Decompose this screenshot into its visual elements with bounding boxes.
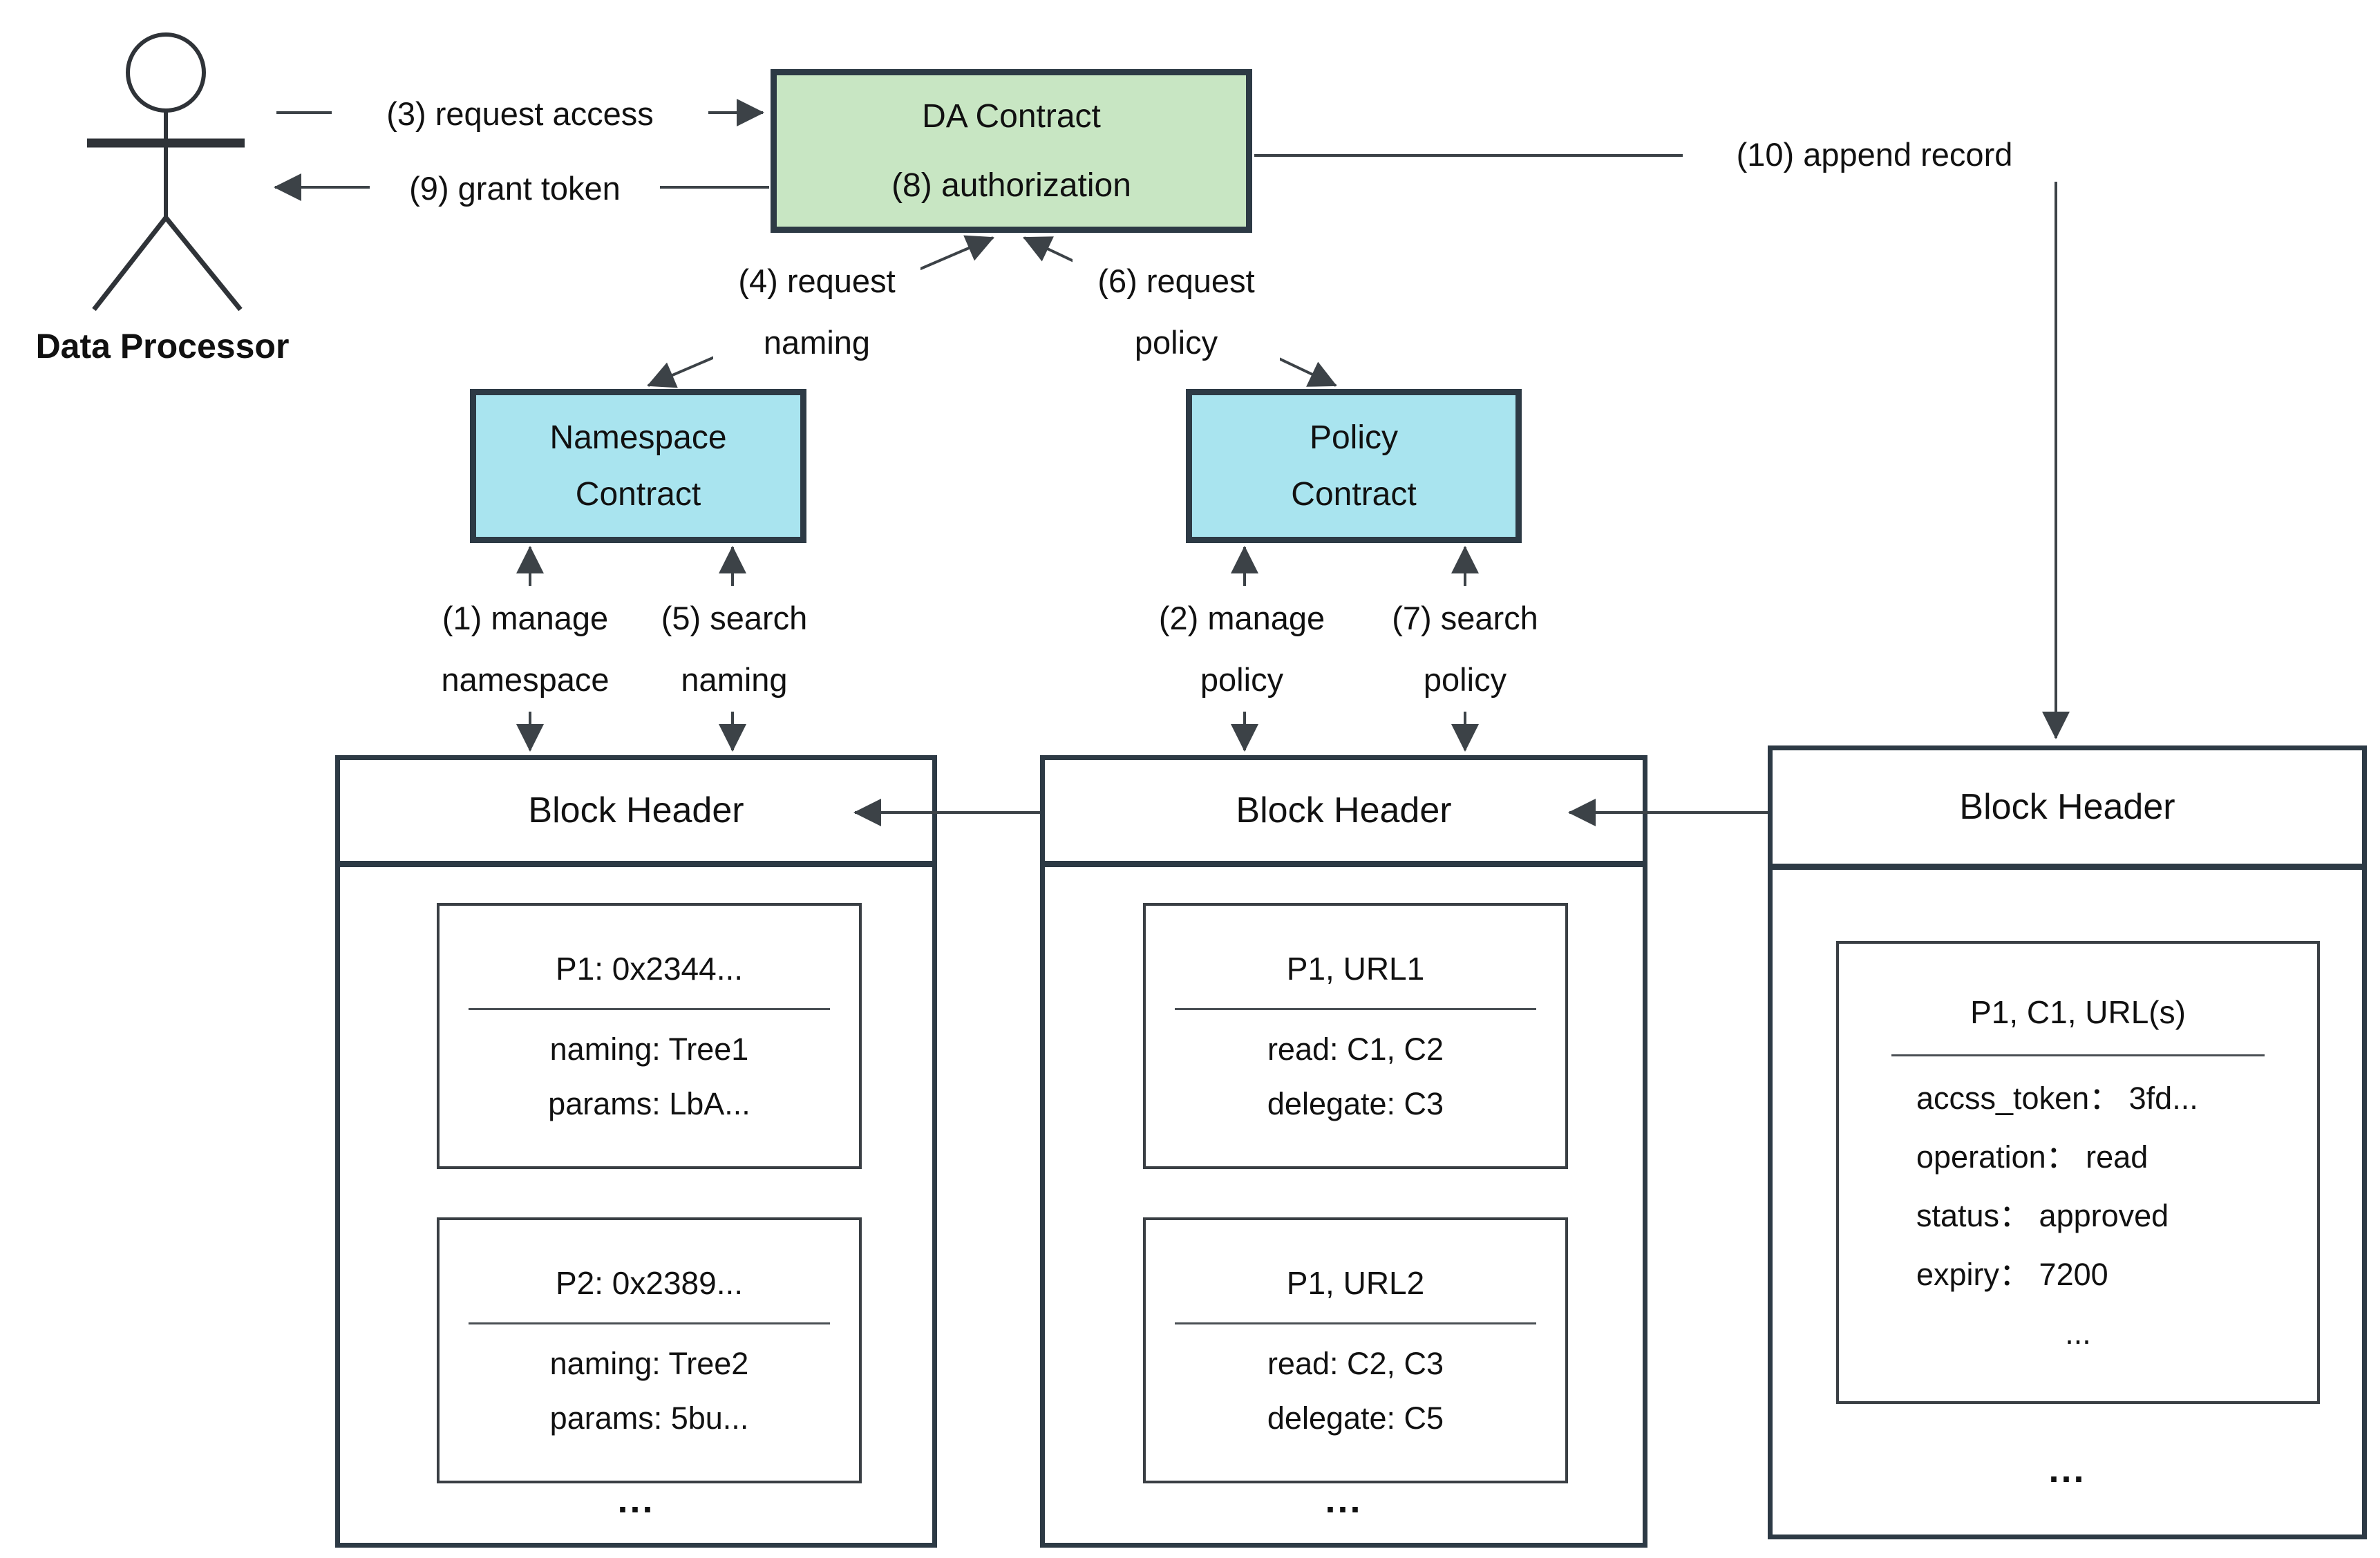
record-title: P2: 0x2389... [555,1265,744,1301]
record-block-ellipsis: ... [2048,1449,2086,1490]
record-row: read: C1, C2 [1267,1032,1444,1067]
record-divider [469,1008,830,1010]
record-title: P1: 0x2344... [555,951,744,987]
edge-label-grant-token: (9) grant token [370,161,660,215]
namespace-block-ellipsis: ... [617,1479,655,1521]
record-row: params: LbA... [548,1086,750,1121]
record-row: naming: Tree2 [549,1346,749,1381]
policy-block-header: Block Header [1045,760,1643,867]
actor-label: Data Processor [35,327,290,365]
record-title: P1, C1, URL(s) [1970,994,2186,1030]
record-rows: accss_token： 3fd... operation： read stat… [1839,1083,2317,1349]
namespace-contract-line1: Namespace [549,419,727,456]
policy-block-ellipsis: ... [1325,1479,1363,1521]
record-row: operation： read [1916,1139,2148,1175]
actor-leg-left [92,216,168,312]
namespace-record-card-2: P2: 0x2389... naming: Tree2 params: 5bu.… [437,1217,862,1483]
namespace-contract-line2: Contract [575,475,701,513]
record-divider [1175,1008,1536,1010]
record-divider [469,1322,830,1324]
record-row: delegate: C3 [1267,1086,1444,1121]
authorization-record-card: P1, C1, URL(s) accss_token： 3fd... opera… [1836,941,2320,1404]
namespace-contract-box: Namespace Contract [470,389,806,543]
record-row: delegate: C5 [1267,1400,1444,1436]
edge-label-append-record: (10) append record [1683,126,2066,182]
policy-ledger-block: Block Header P1, URL1 read: C1, C2 deleg… [1040,755,1647,1548]
edge-label-request-access: (3) request access [332,87,708,140]
namespace-block-header: Block Header [340,760,932,867]
record-title: P1, URL1 [1286,951,1425,987]
namespace-record-card-1: P1: 0x2344... naming: Tree1 params: LbA.… [437,903,862,1169]
record-row: naming: Tree1 [549,1032,749,1067]
record-row-ellipsis: ... [2065,1315,2091,1351]
record-divider [1891,1054,2265,1056]
policy-contract-line2: Contract [1291,475,1417,513]
record-row: params: 5bu... [549,1400,749,1436]
policy-record-card-2: P1, URL2 read: C2, C3 delegate: C5 [1143,1217,1568,1483]
record-row: expiry： 7200 [1916,1257,2108,1292]
policy-contract-box: Policy Contract [1186,389,1522,543]
record-row: status： approved [1916,1198,2169,1233]
record-row: accss_token： 3fd... [1916,1081,2198,1116]
namespace-ledger-block: Block Header P1: 0x2344... naming: Tree1… [335,755,937,1548]
record-ledger-block: Block Header P1, C1, URL(s) accss_token：… [1768,745,2367,1539]
da-contract-subtitle: (8) authorization [891,167,1131,204]
actor-leg-right [164,216,243,312]
policy-contract-line1: Policy [1309,419,1399,456]
data-processor-actor-figure [87,32,245,312]
policy-record-card-1: P1, URL1 read: C1, C2 delegate: C3 [1143,903,1568,1169]
da-contract-title: DA Contract [922,97,1101,135]
record-divider [1175,1322,1536,1324]
da-contract-box: DA Contract (8) authorization [771,69,1252,233]
record-row: read: C2, C3 [1267,1346,1444,1381]
record-title: P1, URL2 [1286,1265,1425,1301]
record-block-header: Block Header [1773,750,2362,870]
